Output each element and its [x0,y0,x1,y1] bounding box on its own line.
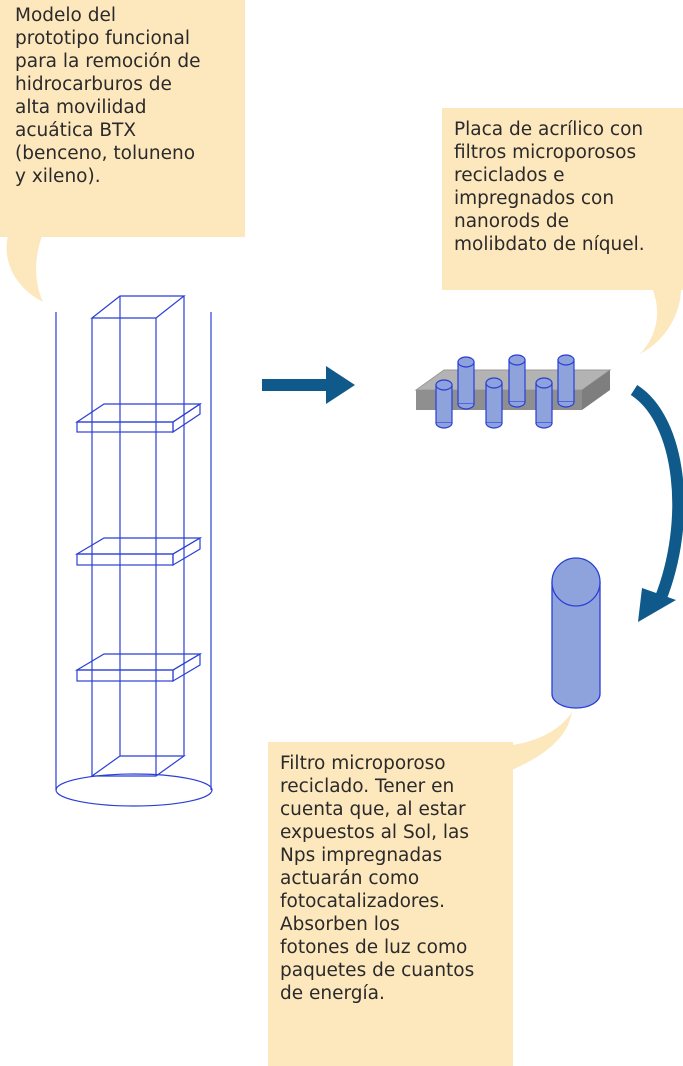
tower-bottom [90,755,186,777]
shelf [74,536,203,567]
nanorod [508,354,526,408]
prototype-column [55,295,213,807]
callout-tail-prototype [6,236,43,302]
nanorod [485,377,503,429]
callout-text: Placa de acrílico con filtros microporos… [454,119,645,255]
recycled-filter-cylinder [551,557,601,709]
arrow-right [262,366,355,404]
nanorods [435,354,575,429]
callout-box: Modelo del prototipo funcional para la r… [0,0,245,237]
column-base [55,773,213,807]
callout-box: Placa de acrílico con filtros microporos… [442,108,683,290]
callout-box: Filtro microporoso reciclado. Tener en c… [268,742,513,1066]
nanorod [457,356,475,410]
callout-text: Filtro microporoso reciclado. Tener en c… [280,753,475,1004]
nanorod [435,379,453,429]
nanorod [557,354,575,408]
shelf [75,402,202,434]
acrylic-plate [414,354,612,429]
callout-tail-recycled-filter [512,712,572,770]
callout-tail-acrylic-plate [640,288,681,354]
shelf [74,652,203,683]
nanorod [535,377,553,429]
callout-text: Modelo del prototipo funcional para la r… [15,5,201,187]
plate-side [582,370,610,410]
arrow-curved [630,384,683,622]
tower-top [90,295,186,319]
